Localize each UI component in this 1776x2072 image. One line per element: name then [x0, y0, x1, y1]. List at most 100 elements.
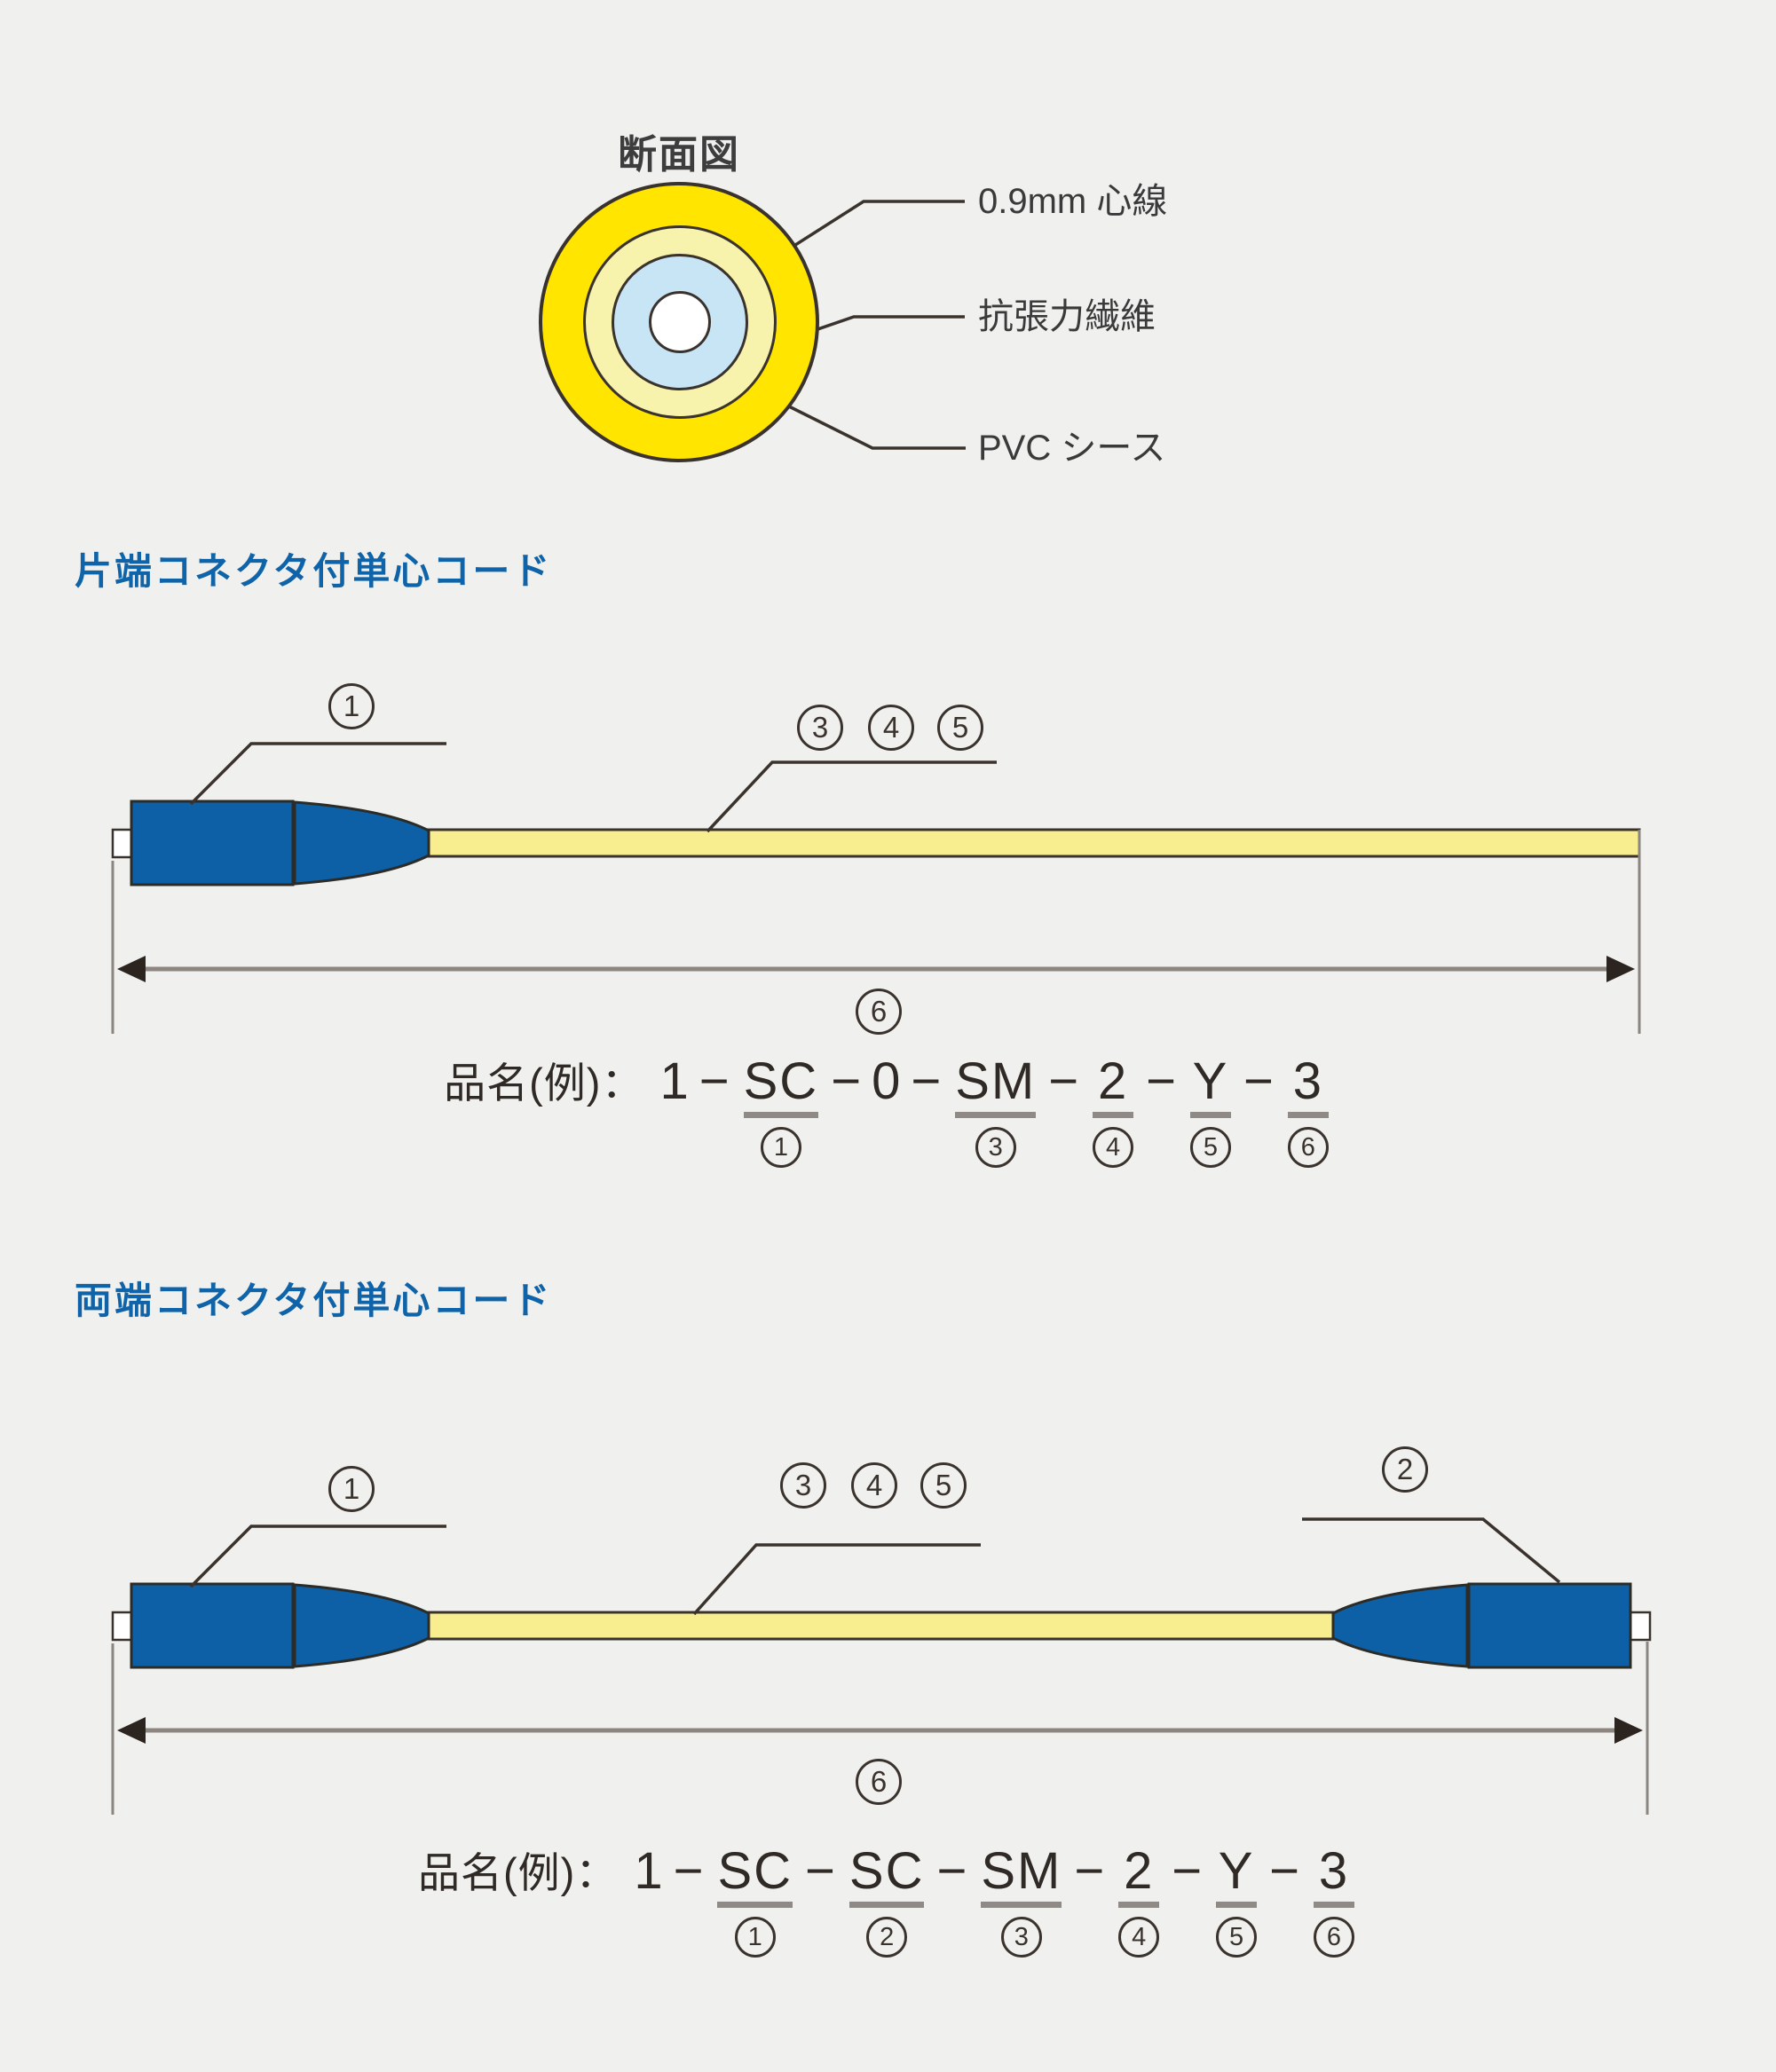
formula-dash: −: [691, 1054, 740, 1109]
callout-4-badge: 4: [868, 705, 914, 751]
part-text: Y: [1192, 1052, 1229, 1110]
dash-text: −: [699, 1052, 731, 1110]
part-text: SM: [955, 1052, 1037, 1110]
connector-body: [130, 800, 295, 886]
product-name-prefix: 品名(例)：: [444, 1060, 644, 1107]
dash-text: −: [911, 1052, 943, 1110]
leader-sheath: [763, 392, 966, 450]
dimension-arrowhead-left: [117, 1717, 146, 1744]
formula-token: SC 2: [846, 1844, 928, 1958]
dash-text: −: [1243, 1052, 1275, 1110]
part-text: 2: [1124, 1842, 1155, 1900]
part-underline: [1189, 1112, 1231, 1118]
dash-text: −: [1269, 1842, 1301, 1900]
part-mark-badge: 5: [1189, 1127, 1231, 1168]
part-mark-badge: 6: [1287, 1127, 1329, 1168]
connector-boot: [293, 1583, 430, 1668]
formula-token: SC 1: [714, 1844, 796, 1958]
part-text: 3: [1318, 1842, 1350, 1900]
connector-body: [130, 1582, 295, 1669]
formula-dash: −: [902, 1054, 951, 1109]
callout-6-badge: 6: [856, 1759, 902, 1805]
formula-dash: −: [1039, 1054, 1089, 1109]
formula-dash: −: [1163, 1844, 1212, 1899]
label-core: 0.9mm 心線: [978, 182, 1168, 221]
formula-token: SM 3: [977, 1844, 1065, 1958]
part-mark-badge: 5: [1216, 1917, 1258, 1958]
cable: [426, 1611, 1341, 1641]
part-text: Y: [1218, 1842, 1255, 1900]
formula-dash: −: [1260, 1844, 1310, 1899]
dash-text: −: [831, 1052, 864, 1110]
callout-1-badge: 1: [328, 1466, 375, 1512]
label-fiber: 抗張力繊維: [978, 297, 1156, 336]
callout-6-badge: 6: [856, 989, 902, 1035]
part-text: 0: [872, 1052, 903, 1110]
part-mark-badge: 2: [866, 1917, 908, 1958]
callout-5-badge: 5: [937, 705, 983, 751]
part-text: SC: [717, 1842, 793, 1900]
leader-callout-345: [692, 1543, 981, 1616]
part-mark-badge: 1: [734, 1917, 776, 1958]
dash-text: −: [1146, 1052, 1178, 1110]
dimension-arrowhead-left: [117, 956, 146, 982]
formula-dash: −: [1137, 1054, 1187, 1109]
part-mark-badge: 4: [1118, 1917, 1160, 1958]
callout-5-badge: 5: [920, 1462, 967, 1509]
part-text: 3: [1292, 1052, 1323, 1110]
product-name-prefix: 品名(例)：: [418, 1849, 619, 1896]
formula-token: 1: [634, 1844, 664, 1899]
formula-dash: −: [665, 1844, 714, 1899]
label-sheath: PVC シース: [978, 429, 1166, 468]
callout-3-badge: 3: [797, 705, 843, 751]
cross-section-title: 断面図: [618, 133, 740, 177]
part-text: 1: [634, 1842, 665, 1900]
formula-token: 0: [872, 1054, 902, 1109]
cross-section-core-circle: [649, 291, 711, 353]
dash-text: −: [1074, 1842, 1107, 1900]
dash-text: −: [805, 1842, 837, 1900]
part-text: SC: [849, 1842, 925, 1900]
connector-boot: [293, 800, 430, 886]
cable: [426, 828, 1641, 858]
leader-callout-345: [706, 760, 997, 833]
connector-ferrule: [1628, 1611, 1652, 1642]
part-mark-badge: 3: [1000, 1917, 1042, 1958]
formula-dash: −: [1065, 1844, 1115, 1899]
part-text: 2: [1097, 1052, 1129, 1110]
callout-3-badge: 3: [780, 1462, 826, 1509]
formula-dash: −: [1235, 1054, 1284, 1109]
part-underline: [849, 1902, 925, 1908]
connector-ferrule: [111, 1611, 135, 1642]
connector-boot: [1331, 1583, 1469, 1668]
section1-heading: 片端コネクタ付単心コード: [75, 550, 553, 592]
part-underline: [1287, 1112, 1329, 1118]
part-underline: [1093, 1112, 1134, 1118]
leader-callout-1: [189, 1524, 446, 1588]
section2-heading: 両端コネクタ付単心コード: [75, 1280, 553, 1321]
formula-dash: −: [822, 1054, 872, 1109]
part-text: SM: [981, 1842, 1062, 1900]
part-underline: [955, 1112, 1037, 1118]
dimension-arrowhead-right: [1614, 1717, 1643, 1744]
formula-dash: −: [927, 1844, 977, 1899]
callout-2-badge: 2: [1382, 1446, 1428, 1493]
dimension-arrowhead-right: [1606, 956, 1635, 982]
part-text: 1: [659, 1052, 691, 1110]
part-mark-badge: 6: [1313, 1917, 1354, 1958]
formula-dash: −: [796, 1844, 846, 1899]
part-underline: [1313, 1902, 1354, 1908]
part-underline: [1216, 1902, 1258, 1908]
dash-text: −: [936, 1842, 969, 1900]
leader-callout-2: [1302, 1517, 1561, 1584]
